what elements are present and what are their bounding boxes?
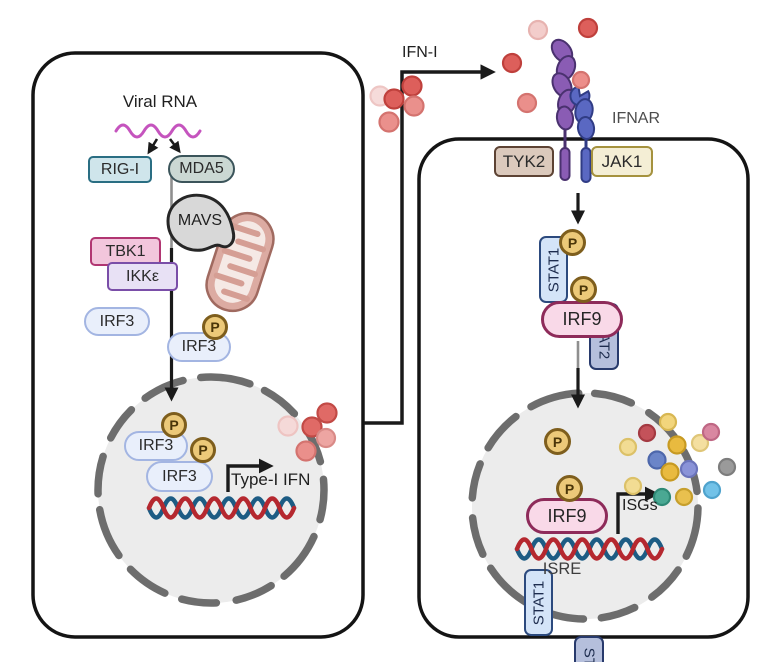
molecule-dot	[637, 423, 657, 443]
phospho-badge: P	[570, 276, 597, 303]
molecule-dot	[577, 17, 599, 39]
irf9-protein: IRF9	[541, 301, 623, 338]
phospho-badge: P	[559, 229, 586, 256]
molecule-dot	[667, 435, 687, 455]
ifnar-receptor	[550, 38, 596, 183]
isg-product-molecules	[618, 412, 737, 507]
producer-nucleus	[94, 373, 328, 607]
molecule-dot	[315, 427, 337, 449]
phospho-badge: P	[544, 428, 571, 455]
molecule-dot	[717, 457, 737, 477]
dna-helix-right	[514, 537, 665, 561]
isgs-transcription-arrow	[616, 486, 660, 534]
mavs-label: MAVS	[177, 212, 223, 229]
ifn-secretion-arrow	[364, 64, 496, 425]
rna-to-mda5-arrow	[168, 138, 181, 154]
molecule-dot	[316, 402, 338, 424]
irf9-nuclear-protein: IRF9	[526, 498, 608, 534]
isre-label: ISRE	[542, 560, 582, 578]
stat1-nuclear-protein: STAT1	[524, 569, 553, 636]
mda5-protein: MDA5	[168, 155, 235, 183]
type1-ifn-gene-label: Type-I IFN	[231, 470, 311, 489]
isgs-gene-label: ISGs	[622, 497, 658, 514]
irf3-nuclear-protein: IRF3	[124, 431, 188, 461]
rna-to-rigi-arrow	[147, 138, 159, 155]
molecule-dot	[658, 412, 678, 432]
ifn-i-label: IFN-I	[402, 44, 438, 61]
mavs-shape	[166, 193, 236, 252]
phospho-badge: P	[190, 437, 216, 463]
viral-rna-label: Viral RNA	[122, 92, 198, 111]
molecule-dot	[277, 415, 299, 437]
stat1-label: STAT1	[530, 580, 547, 625]
rig-i-protein: RIG-I	[88, 156, 152, 183]
ifnar-chain-2	[569, 85, 596, 140]
molecule-dot	[501, 52, 523, 74]
stat2-nuclear-protein: STAT2	[574, 636, 604, 662]
stat1-label: STAT1	[545, 247, 562, 292]
molecule-dot	[378, 111, 400, 133]
molecule-dot	[403, 95, 425, 117]
tyk2-protein: TYK2	[494, 146, 554, 177]
type1-ifn-transcription-arrow	[226, 458, 274, 492]
ikk-epsilon-protein: IKKε	[107, 262, 178, 291]
molecule-dot	[301, 416, 323, 438]
phospho-badge: P	[202, 314, 228, 340]
molecule-dot	[652, 487, 672, 507]
molecule-dot	[516, 92, 538, 114]
jak1-protein: JAK1	[591, 146, 653, 177]
molecule-dot	[701, 422, 721, 442]
molecule-dot	[660, 462, 680, 482]
ifnar-label: IFNAR	[612, 110, 660, 127]
molecule-dot	[571, 70, 591, 90]
molecule-dot	[618, 437, 638, 457]
ifn-molecules-extracellular	[369, 17, 599, 133]
molecule-dot	[690, 433, 710, 453]
stat2-label: STAT2	[581, 647, 598, 662]
molecule-dot	[295, 440, 317, 462]
molecule-dot	[623, 476, 643, 496]
molecule-dot	[401, 75, 423, 97]
molecule-dot	[702, 480, 722, 500]
molecule-dot	[679, 459, 699, 479]
irf3-protein: IRF3	[84, 307, 150, 336]
ifn-molecules-nuclear-edge	[277, 402, 338, 462]
molecule-dot	[383, 88, 405, 110]
ifnar-chain-1	[550, 38, 577, 131]
viral-rna-squiggle	[114, 123, 202, 139]
phospho-badge: P	[556, 475, 583, 502]
irf3-nuclear-protein: IRF3	[146, 461, 213, 492]
dna-helix-left	[146, 496, 297, 520]
tbk1-protein: TBK1	[90, 237, 161, 266]
phospho-badge: P	[161, 412, 187, 438]
molecule-dot	[674, 487, 694, 507]
molecule-dot	[527, 19, 549, 41]
molecule-dot	[647, 450, 667, 470]
